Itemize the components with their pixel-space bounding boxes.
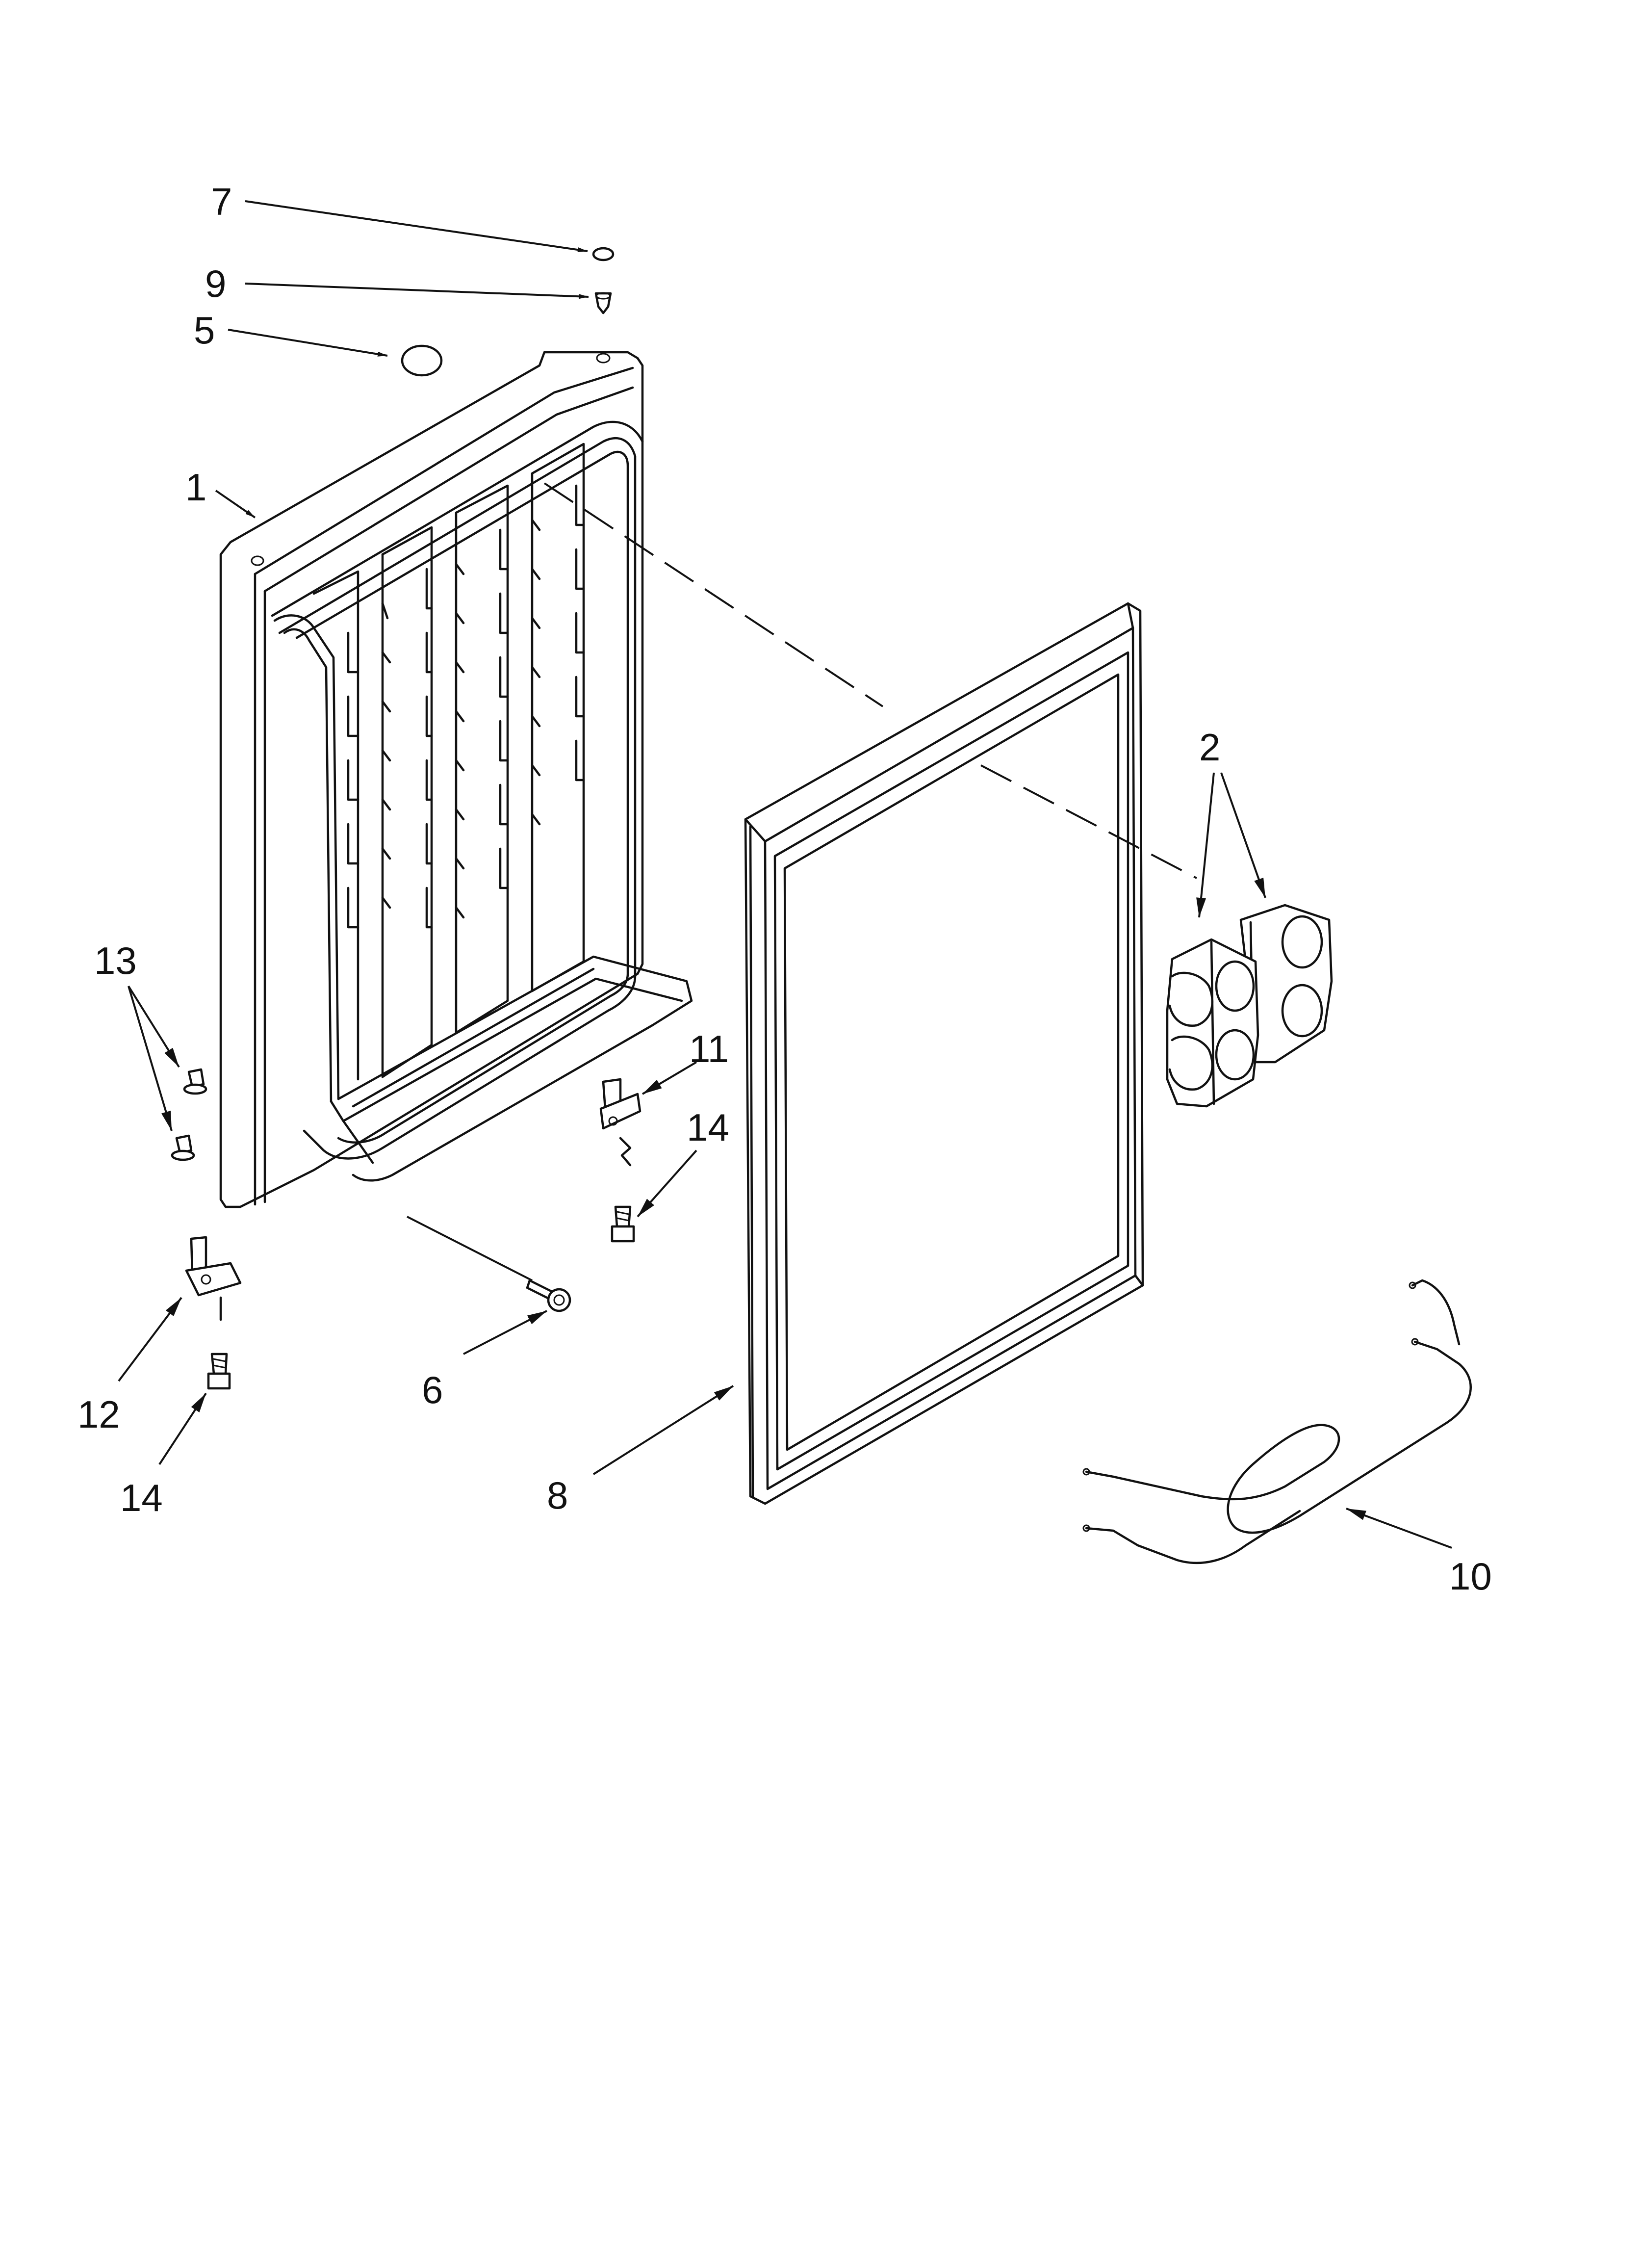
hinge-pin-12 — [185, 1236, 242, 1321]
callout-10: 10 — [1449, 1555, 1492, 1598]
door-gasket — [744, 602, 1144, 1505]
callout-5: 5 — [194, 309, 215, 352]
callout-2: 2 — [1199, 726, 1220, 769]
callout-13: 13 — [94, 939, 137, 982]
callout-14-right: 14 — [687, 1106, 729, 1149]
screws-13 — [171, 1068, 207, 1161]
callout-11: 11 — [689, 1027, 729, 1070]
screw-6 — [526, 1279, 571, 1312]
door-rib-3 — [455, 484, 509, 1034]
washer-7 — [592, 247, 615, 261]
door-rib-2 — [381, 526, 433, 1078]
plug-button-5 — [401, 344, 443, 377]
door-rib-1 — [312, 570, 359, 1081]
callout-14-left: 14 — [120, 1476, 163, 1519]
callout-8: 8 — [547, 1474, 568, 1517]
callout-1: 1 — [185, 466, 206, 509]
egg-holder-pair — [1166, 904, 1333, 1108]
callout-7: 7 — [211, 180, 232, 223]
screw-14-left — [207, 1353, 231, 1390]
bushing-9 — [594, 292, 612, 314]
callout-labels: 7 9 5 1 2 13 11 14 6 12 14 8 10 — [77, 180, 1492, 1598]
leader-lines — [118, 200, 1452, 1549]
callout-9: 9 — [205, 262, 226, 305]
door-rib-4 — [531, 443, 585, 992]
screw-14-right — [611, 1205, 635, 1243]
callout-12: 12 — [77, 1393, 120, 1436]
door-panel — [219, 351, 693, 1208]
heater-wire — [1082, 1279, 1472, 1564]
hinge-pin-11 — [599, 1078, 641, 1167]
callout-6: 6 — [422, 1368, 443, 1411]
alignment-line — [543, 482, 1197, 879]
